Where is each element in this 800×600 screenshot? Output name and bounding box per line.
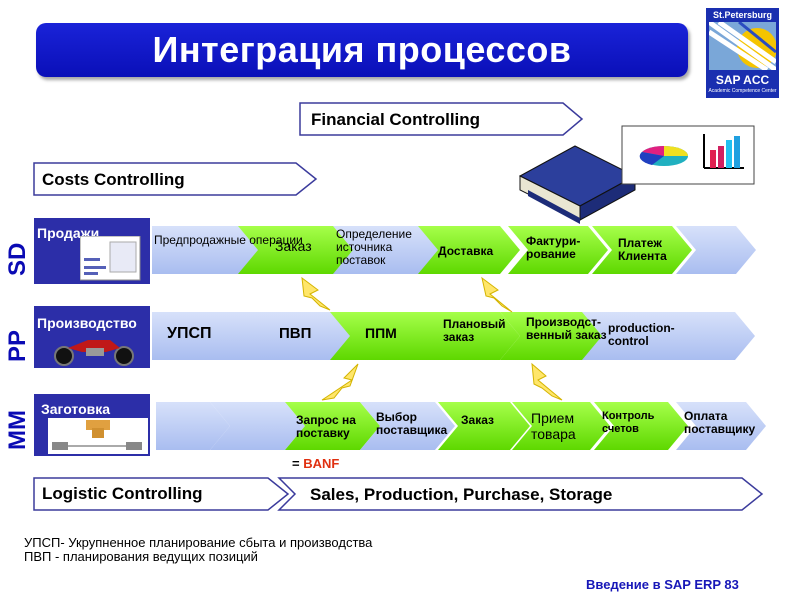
pp-module-label: PP (4, 329, 31, 362)
mm-chevron-7 (594, 402, 688, 450)
production-row-label: Производство (37, 315, 137, 331)
sd-step-delivery: Доставка (438, 244, 494, 258)
mm-chevron-8 (676, 402, 766, 450)
banf-prefix: = (292, 456, 300, 471)
pp-step-production-control: production- control (608, 321, 675, 348)
sd-step-source-determination: Определение источника поставок (336, 227, 412, 267)
note-upsp: УПСП- Укрупненное планирование сбыта и п… (24, 535, 373, 550)
pp-chevron-3 (330, 312, 440, 360)
banf-note: = BANF (292, 456, 339, 471)
pp-chevron-4 (415, 312, 520, 360)
sd-chevron-5 (508, 226, 608, 274)
pie-bar-chart-icon (621, 125, 755, 185)
title-bar (36, 23, 688, 77)
mm-chevron-5 (438, 402, 530, 450)
mm-step-order: Заказ (461, 413, 494, 427)
mm-chevron-1 (156, 402, 230, 450)
pp-step-upsp: УПСП (167, 325, 212, 342)
connector-bolt (321, 363, 359, 401)
sd-module-label: SD (4, 242, 31, 276)
mm-module-label: MM (4, 410, 31, 450)
sd-chevron-2 (238, 226, 354, 274)
mm-step-invoice-control: Контроль счетов (602, 410, 655, 435)
connector-bolt (301, 276, 331, 311)
mm-chevron-6 (512, 402, 610, 450)
pp-chevron-5 (500, 312, 605, 360)
pp-step-ppm: ППМ (365, 325, 397, 341)
costs-controlling-label: Costs Controlling (42, 170, 185, 189)
sd-chevron-7 (676, 226, 756, 274)
books-icon (518, 145, 637, 224)
mm-step-purchase-requisition: Запрос на поставку (296, 413, 356, 440)
procurement-row-label: Заготовка (41, 401, 111, 417)
motorcycle-icon (54, 340, 134, 366)
pp-step-pvp: ПВП (279, 325, 312, 342)
costs-banner-shape (33, 162, 318, 196)
sd-step-order: Заказ (275, 238, 312, 254)
sales-production-label: Sales, Production, Purchase, Storage (310, 485, 613, 504)
sales-picture (80, 236, 141, 281)
pp-chevron-2 (240, 312, 352, 360)
logistic-banner-shape (33, 477, 290, 511)
connector-bolt (531, 362, 563, 401)
financial-controlling-label: Financial Controlling (311, 110, 481, 129)
sd-step-customer-payment: Платеж Клиента (618, 236, 667, 263)
banf-value: BANF (303, 456, 340, 471)
mm-step-goods-receipt: Прием товара (531, 410, 576, 442)
production-image: Производство (34, 306, 150, 368)
financial-banner-shape (299, 102, 584, 136)
logo-image (709, 22, 776, 70)
sap-acc-logo: St.Petersburg SAP ACC Academic Competenc… (706, 8, 779, 98)
pp-step-planned-order: Плановый заказ (443, 317, 506, 344)
warehouse-picture (48, 418, 148, 454)
slide-title: Интеграция процессов (152, 29, 572, 70)
sales-banner-shape (277, 477, 764, 511)
sd-step-invoicing: Фактури- рование (526, 234, 581, 261)
sd-chevron-1 (152, 226, 272, 274)
slide-footer: Введение в SAP ERP 83 (586, 577, 739, 592)
logo-sub-text: Academic Competence Center (708, 88, 777, 94)
sd-chevron-3 (333, 226, 444, 274)
sd-chevron-4 (418, 226, 520, 274)
sales-image: Продажи (34, 218, 150, 284)
pp-chevron-1 (152, 312, 267, 360)
note-pvp: ПВП - планирования ведущих позиций (24, 549, 258, 564)
mm-chevron-4 (360, 402, 455, 450)
pp-chevron-6 (582, 312, 755, 360)
mm-step-vendor-payment: Оплата поставщику (684, 409, 756, 436)
mm-chevron-3 (285, 402, 380, 450)
procurement-image: Заготовка (34, 394, 150, 456)
sd-step-presales: Предпродажные операции (154, 233, 303, 247)
sd-chevron-6 (592, 226, 692, 274)
logo-bottom-text: SAP ACC (715, 73, 770, 87)
mm-step-vendor-selection: Выбор поставщика (376, 410, 448, 437)
logo-top-text: St.Petersburg (712, 10, 772, 20)
connector-bolt (481, 276, 513, 313)
pp-step-production-order: Производст- венный заказ (526, 315, 607, 342)
logistic-controlling-label: Logistic Controlling (42, 484, 203, 503)
mm-chevron-2 (210, 402, 305, 450)
